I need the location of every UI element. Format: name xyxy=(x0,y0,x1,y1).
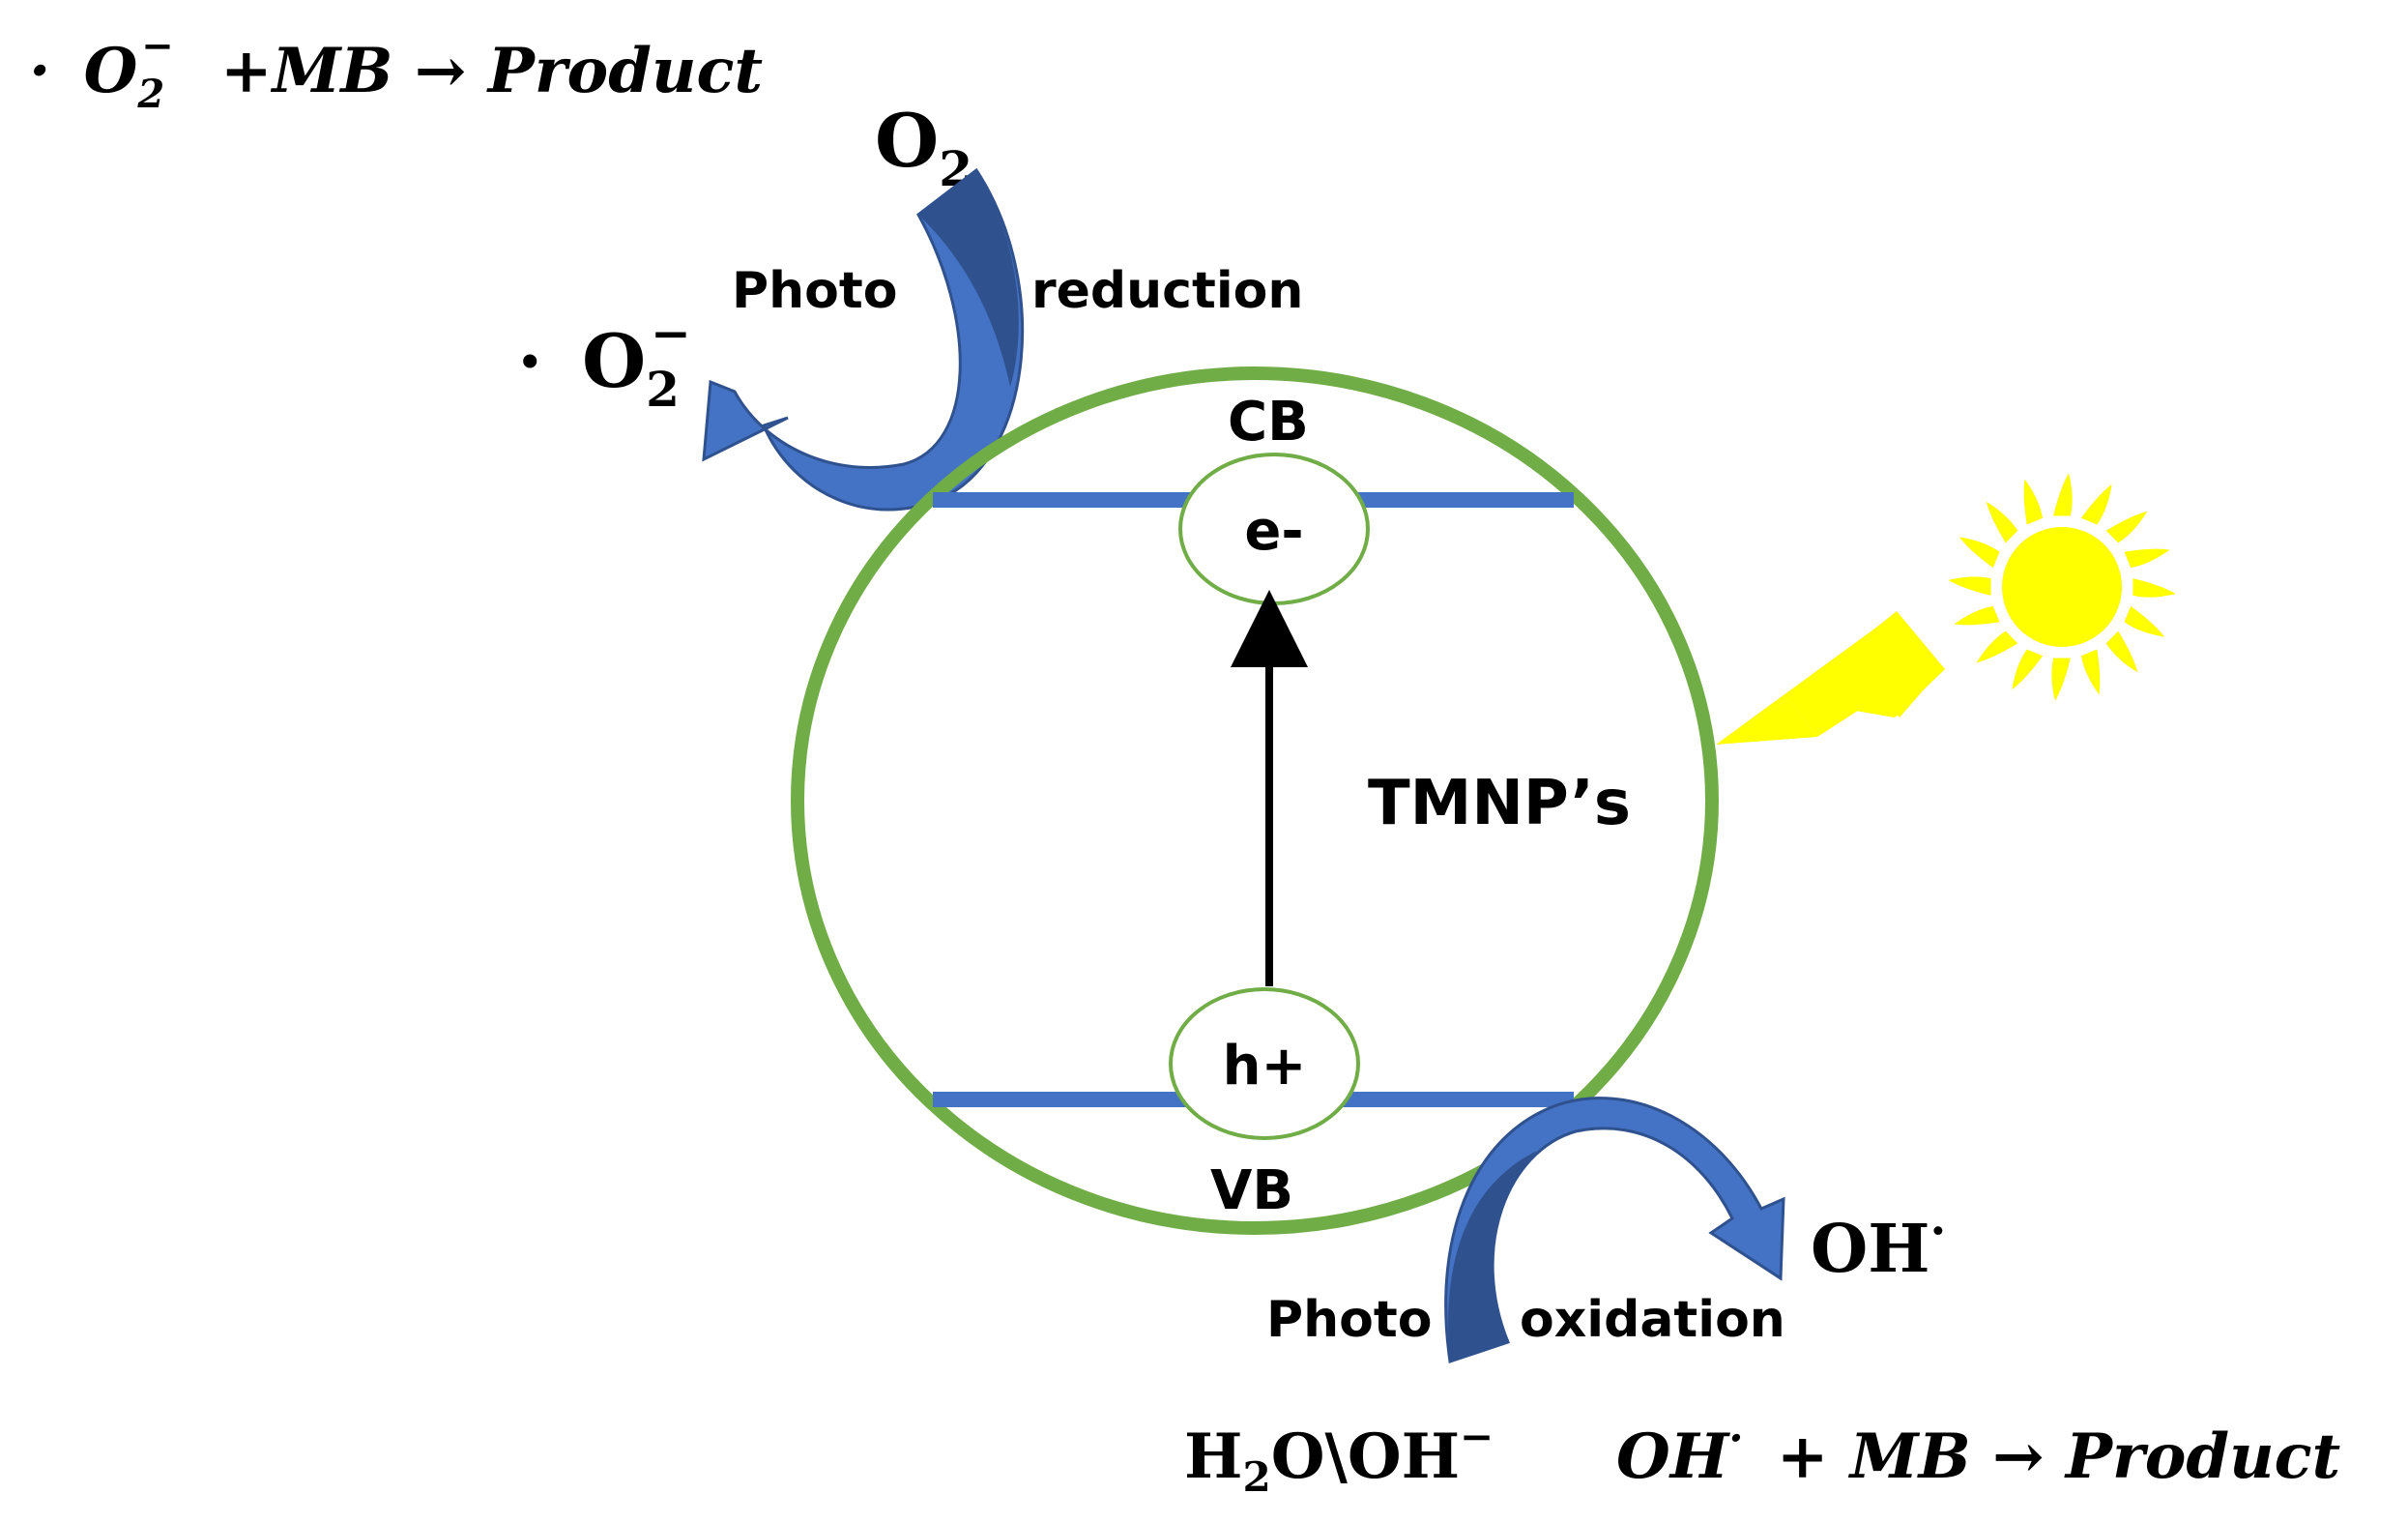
sun-ray xyxy=(2105,511,2148,543)
photo-oxidation-label-left: Photo xyxy=(1266,1291,1432,1349)
lightning-bolt-lower xyxy=(1716,699,1817,745)
sun-ray xyxy=(2080,483,2112,525)
hole-ellipse xyxy=(1169,987,1360,1140)
valence-band-label: VB xyxy=(1210,1159,1293,1222)
sun-ray xyxy=(2023,479,2044,525)
electron-label: e- xyxy=(1244,500,1303,563)
photo-oxidation-label-right: oxidation xyxy=(1520,1291,1785,1349)
nanoparticle-circle xyxy=(791,366,1719,1235)
hole-label: h+ xyxy=(1223,1035,1307,1098)
photo-reduction-label-right: reduction xyxy=(1031,262,1303,320)
photo-reduction-arrow xyxy=(702,167,1025,512)
sun-ray xyxy=(2124,605,2165,637)
sun-ray xyxy=(2132,578,2176,598)
sun-ray xyxy=(2105,630,2138,673)
sun-ray xyxy=(1954,605,2000,626)
sun-ray xyxy=(2051,658,2071,701)
conduction-band-label: CB xyxy=(1228,391,1309,454)
superoxide-label: · O2− xyxy=(517,305,691,418)
sun-ray xyxy=(1976,630,2018,663)
hydroxyl-radical-label: OH· xyxy=(1811,1204,1946,1288)
hydroxyl-reaction-equation: OH· + MB → Product xyxy=(1616,1395,2340,1493)
sun-ray xyxy=(1958,537,2000,569)
superoxide-reaction-equation: · O2− +MB → Product xyxy=(29,2,763,117)
sun-ray xyxy=(2124,548,2170,569)
sun-ray xyxy=(2080,649,2101,695)
photo-reduction-label-left: Photo xyxy=(732,262,897,320)
sun-icon xyxy=(1948,473,2176,701)
photo-oxidation-arrow xyxy=(1444,1097,1785,1363)
oxygen-label: O2 xyxy=(875,98,972,197)
water-hydroxide-label: H2O\OH− xyxy=(1184,1413,1494,1501)
sun-ray xyxy=(1986,501,2018,543)
lightning-bolt-upper xyxy=(1788,611,1945,718)
sun-ray xyxy=(1948,576,1991,596)
particle-label: TMNP’s xyxy=(1368,768,1631,839)
sun-ray xyxy=(2053,473,2073,516)
sun-rays xyxy=(1948,473,2176,701)
sun-ray xyxy=(2012,649,2044,690)
